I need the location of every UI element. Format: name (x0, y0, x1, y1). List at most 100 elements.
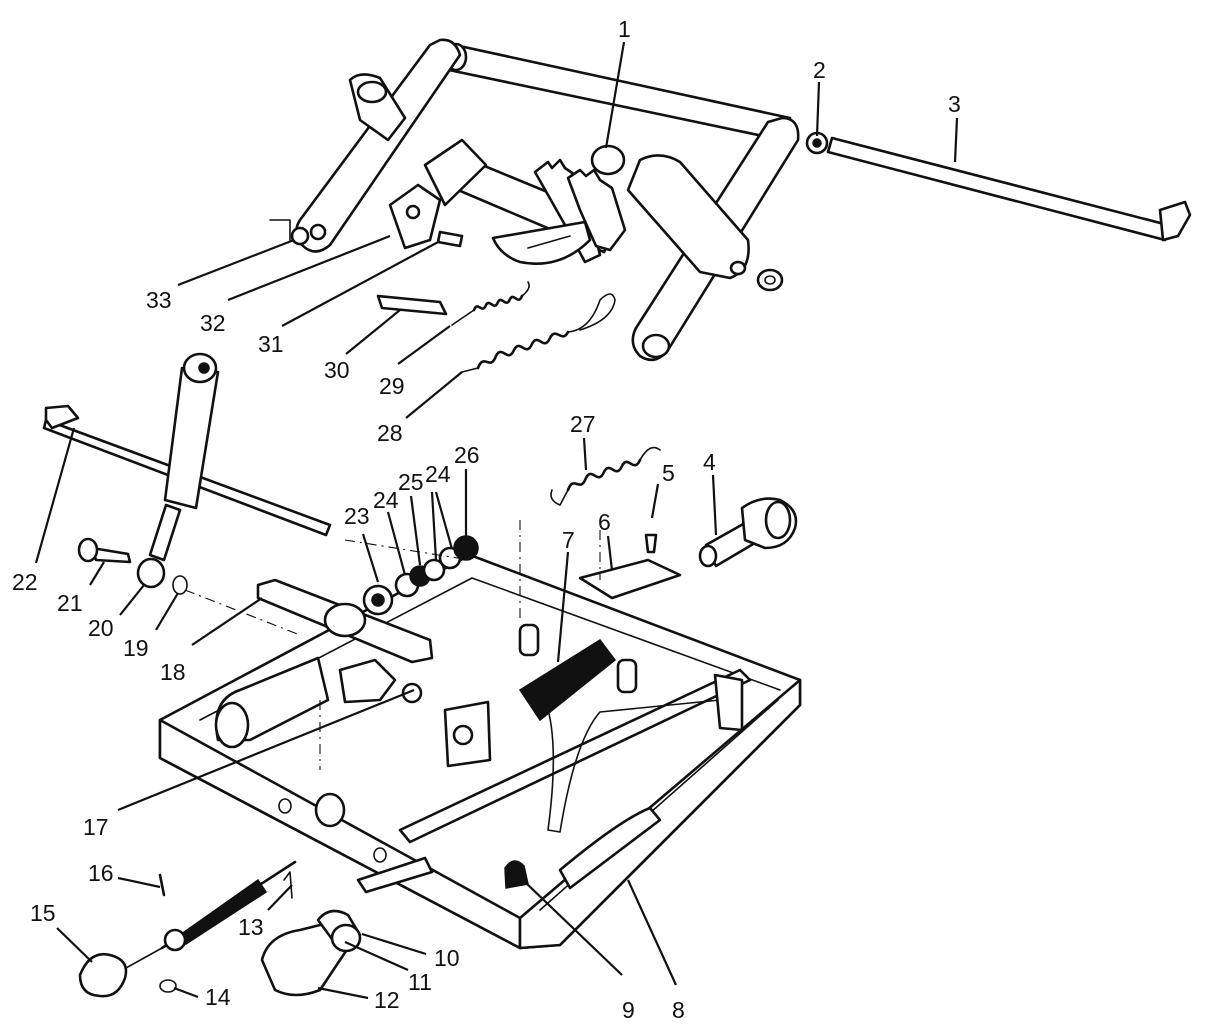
leader-16 (117, 876, 161, 889)
leader-lines (34, 41, 959, 1000)
pin-13 (283, 871, 293, 899)
leader-24b-1 (430, 491, 438, 561)
leader-11 (344, 940, 409, 972)
knob-15-shaft (125, 947, 163, 969)
callout-30: 30 (324, 357, 350, 383)
quadrant-slot (527, 235, 571, 249)
callout-25: 25 (398, 469, 424, 495)
spring-27 (566, 458, 642, 492)
leader-2 (815, 81, 821, 137)
left-track-eye (214, 701, 250, 749)
right-upright (713, 673, 744, 732)
leader-14 (173, 986, 199, 999)
callout-12: 12 (374, 987, 400, 1013)
frame-rail (398, 668, 752, 844)
callout-16: 16 (88, 860, 114, 886)
block-30 (376, 294, 448, 316)
leader-29 (397, 325, 451, 365)
washer-14 (159, 979, 177, 993)
frame-right-wall (518, 678, 802, 950)
leader-22 (34, 427, 76, 564)
top-cross-rod (447, 43, 792, 142)
spring-29 (472, 294, 524, 312)
callout-7: 7 (562, 527, 575, 553)
slider-block-hole (452, 724, 474, 746)
callout-13: 13 (238, 914, 264, 940)
bracket-18-stud (401, 682, 423, 704)
left-boss (356, 80, 388, 104)
plate-32-hole (405, 204, 421, 220)
callout-18: 18 (160, 659, 186, 685)
right-plate-hole (729, 260, 747, 276)
spring-28 (476, 330, 570, 370)
leader-30 (345, 309, 401, 355)
right-inner-plate (626, 154, 750, 280)
leader-20 (119, 584, 145, 616)
leader-24b-2 (434, 491, 454, 550)
callout-9: 9 (622, 997, 635, 1023)
housing-23-bore (371, 593, 385, 607)
leader-15 (56, 927, 93, 963)
leader-1 (604, 41, 626, 149)
callout-24b: 24 (425, 461, 451, 487)
callout-29: 29 (379, 373, 405, 399)
bracket-18-collar (323, 602, 367, 638)
pin-16 (158, 873, 166, 897)
loose-bushing-bore (764, 275, 776, 285)
loose-bushing (756, 268, 784, 292)
rod-22-end (44, 404, 80, 430)
strut-eye-20 (136, 557, 166, 589)
callout-17: 17 (83, 814, 109, 840)
leader-32 (227, 234, 391, 302)
leader-17 (117, 688, 415, 812)
callout-24a: 24 (373, 487, 399, 513)
callout-15: 15 (30, 900, 56, 926)
washer-26 (453, 535, 479, 561)
bushing-1 (590, 144, 626, 176)
leader-21 (89, 561, 105, 586)
gas-strut-top-bore (198, 362, 210, 374)
screw-5 (644, 533, 658, 554)
washer-25-bore (415, 571, 425, 581)
post-left (518, 623, 540, 657)
plate-6 (578, 558, 682, 600)
callout-23: 23 (344, 503, 370, 529)
callout-11: 11 (408, 969, 432, 995)
callout-14: 14 (205, 984, 231, 1010)
front-hole-b (373, 847, 387, 863)
leader-13 (267, 884, 293, 911)
leader-6 (606, 535, 614, 571)
leader-28 (405, 371, 463, 419)
roller-4-wheel (764, 500, 792, 540)
right-cradle (558, 806, 662, 890)
bracket-18-foot (338, 658, 397, 704)
right-arm-pivot (641, 333, 671, 359)
leader-23 (361, 533, 380, 583)
spring-29-hooks (451, 281, 530, 326)
callout-27: 27 (570, 411, 596, 437)
callout-33: 33 (146, 287, 172, 313)
left-arm-hole (309, 223, 327, 241)
leader-8 (626, 879, 678, 986)
callout-2: 2 (813, 57, 826, 83)
callout-6: 6 (598, 509, 611, 535)
bolt-21-head (77, 537, 99, 563)
leader-27 (582, 437, 588, 471)
leader-7 (556, 551, 570, 663)
pivot-33 (290, 226, 310, 246)
rod-3-end-cap (1158, 200, 1192, 242)
washer-26-bore (461, 543, 471, 553)
leader-24a (386, 511, 407, 576)
washer-24b (422, 558, 446, 582)
pin-31 (436, 230, 464, 248)
callout-32: 32 (200, 310, 226, 336)
knob-15 (78, 952, 128, 998)
long-rod-3 (826, 136, 1170, 242)
leader-25 (409, 495, 422, 566)
leader-5 (650, 483, 660, 519)
leader-10 (361, 932, 427, 956)
callout-31: 31 (258, 331, 284, 357)
callout-labels: 1 2 3 4 5 6 7 8 9 10 11 12 13 14 15 16 1… (12, 16, 961, 1023)
spring-28-hooks (461, 293, 616, 373)
